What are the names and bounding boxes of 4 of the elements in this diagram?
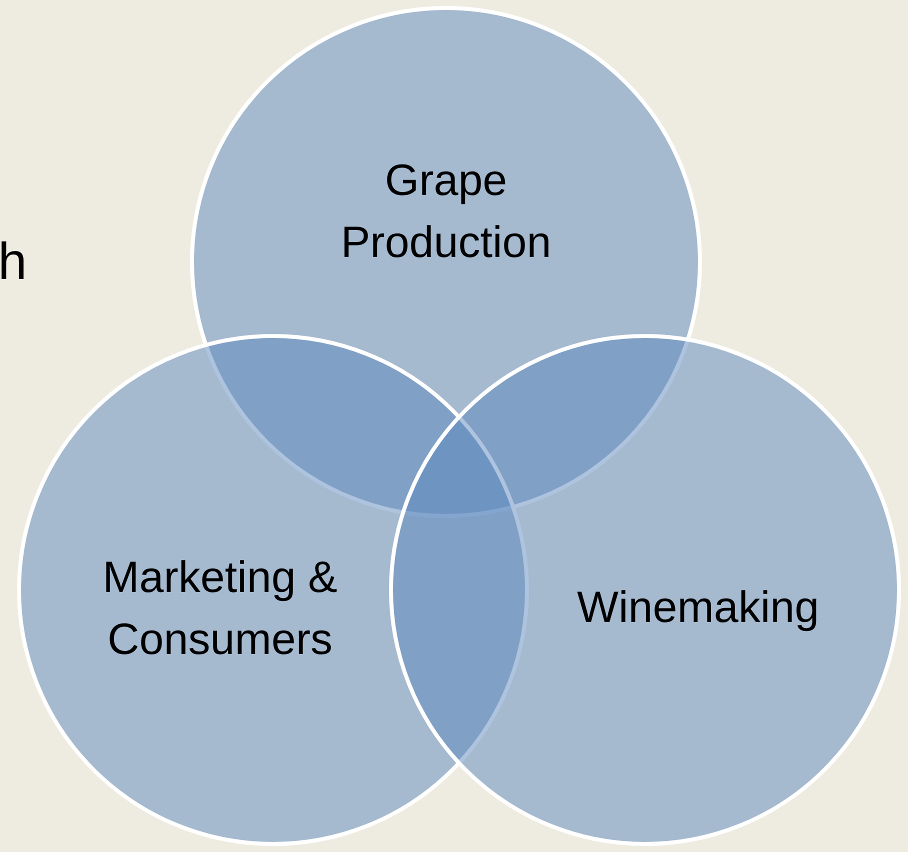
circle-label: Winemaking — [576, 582, 820, 634]
circle-label: Grape Production — [340, 155, 552, 269]
cut-off-title-text: h — [0, 232, 27, 292]
circle-label: Marketing & Consumers — [102, 552, 338, 666]
